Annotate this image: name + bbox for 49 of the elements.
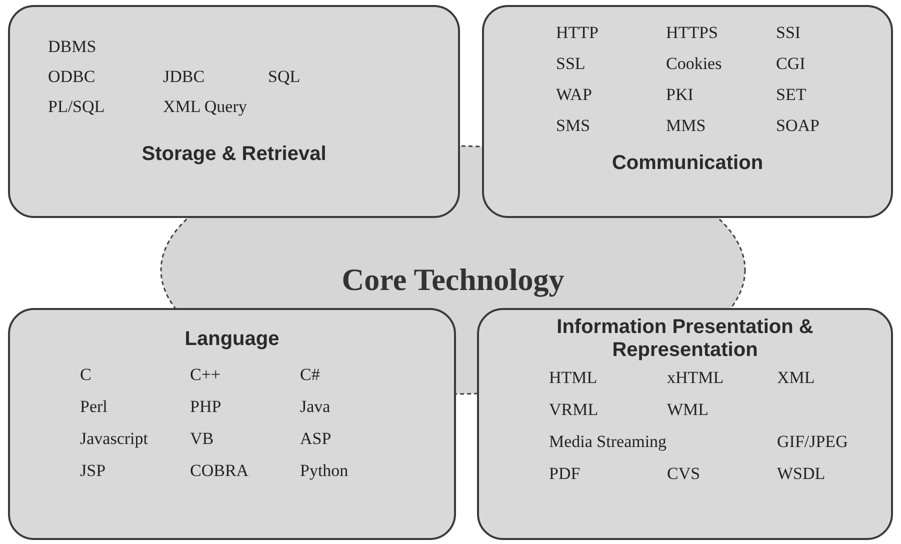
- technology-term: COBRA: [190, 461, 249, 481]
- technology-term: VB: [190, 429, 214, 449]
- technology-term: Python: [300, 461, 348, 481]
- category-panel: [482, 5, 893, 218]
- technology-term: ODBC: [48, 67, 96, 87]
- technology-term: XML Query: [163, 97, 247, 117]
- technology-term: Cookies: [666, 54, 722, 74]
- technology-term: SMS: [556, 116, 590, 136]
- technology-term: C#: [300, 365, 320, 385]
- technology-term: SET: [776, 85, 806, 105]
- technology-term: Perl: [80, 397, 108, 417]
- technology-term: PHP: [190, 397, 222, 417]
- panel-heading: Information Presentation & Representation: [556, 316, 814, 362]
- technology-term: HTML: [549, 368, 598, 388]
- core-label: Core Technology: [342, 262, 564, 298]
- technology-term: SQL: [268, 67, 300, 87]
- technology-term: CGI: [776, 54, 806, 74]
- technology-term: SOAP: [776, 116, 820, 136]
- technology-term: HTTP: [556, 23, 598, 43]
- technology-term: PKI: [666, 85, 694, 105]
- panel-heading: Language: [184, 328, 280, 351]
- technology-term: C++: [190, 365, 221, 385]
- technology-term: PDF: [549, 464, 580, 484]
- technology-term: VRML: [549, 400, 598, 420]
- technology-term: JDBC: [163, 67, 205, 87]
- technology-term: PL/SQL: [48, 97, 105, 117]
- panel-heading: Communication: [612, 152, 764, 175]
- panel-heading: Storage & Retrieval: [142, 143, 326, 166]
- technology-term: Media Streaming: [549, 432, 667, 452]
- category-panel: [477, 308, 893, 540]
- technology-term: HTTPS: [666, 23, 718, 43]
- technology-term: MMS: [666, 116, 706, 136]
- technology-term: CVS: [667, 464, 700, 484]
- category-panel: [8, 308, 456, 540]
- technology-term: xHTML: [667, 368, 724, 388]
- category-panel: [8, 5, 460, 218]
- technology-term: GIF/JPEG: [777, 432, 848, 452]
- technology-term: SSL: [556, 54, 586, 74]
- technology-term: WAP: [556, 85, 592, 105]
- technology-term: DBMS: [48, 37, 96, 57]
- technology-term: C: [80, 365, 92, 385]
- technology-term: XML: [777, 368, 815, 388]
- technology-term: Javascript: [80, 429, 148, 449]
- technology-term: SSI: [776, 23, 801, 43]
- technology-term: Java: [300, 397, 330, 417]
- technology-term: WML: [667, 400, 709, 420]
- technology-term: JSP: [80, 461, 106, 481]
- technology-term: WSDL: [777, 464, 826, 484]
- technology-term: ASP: [300, 429, 332, 449]
